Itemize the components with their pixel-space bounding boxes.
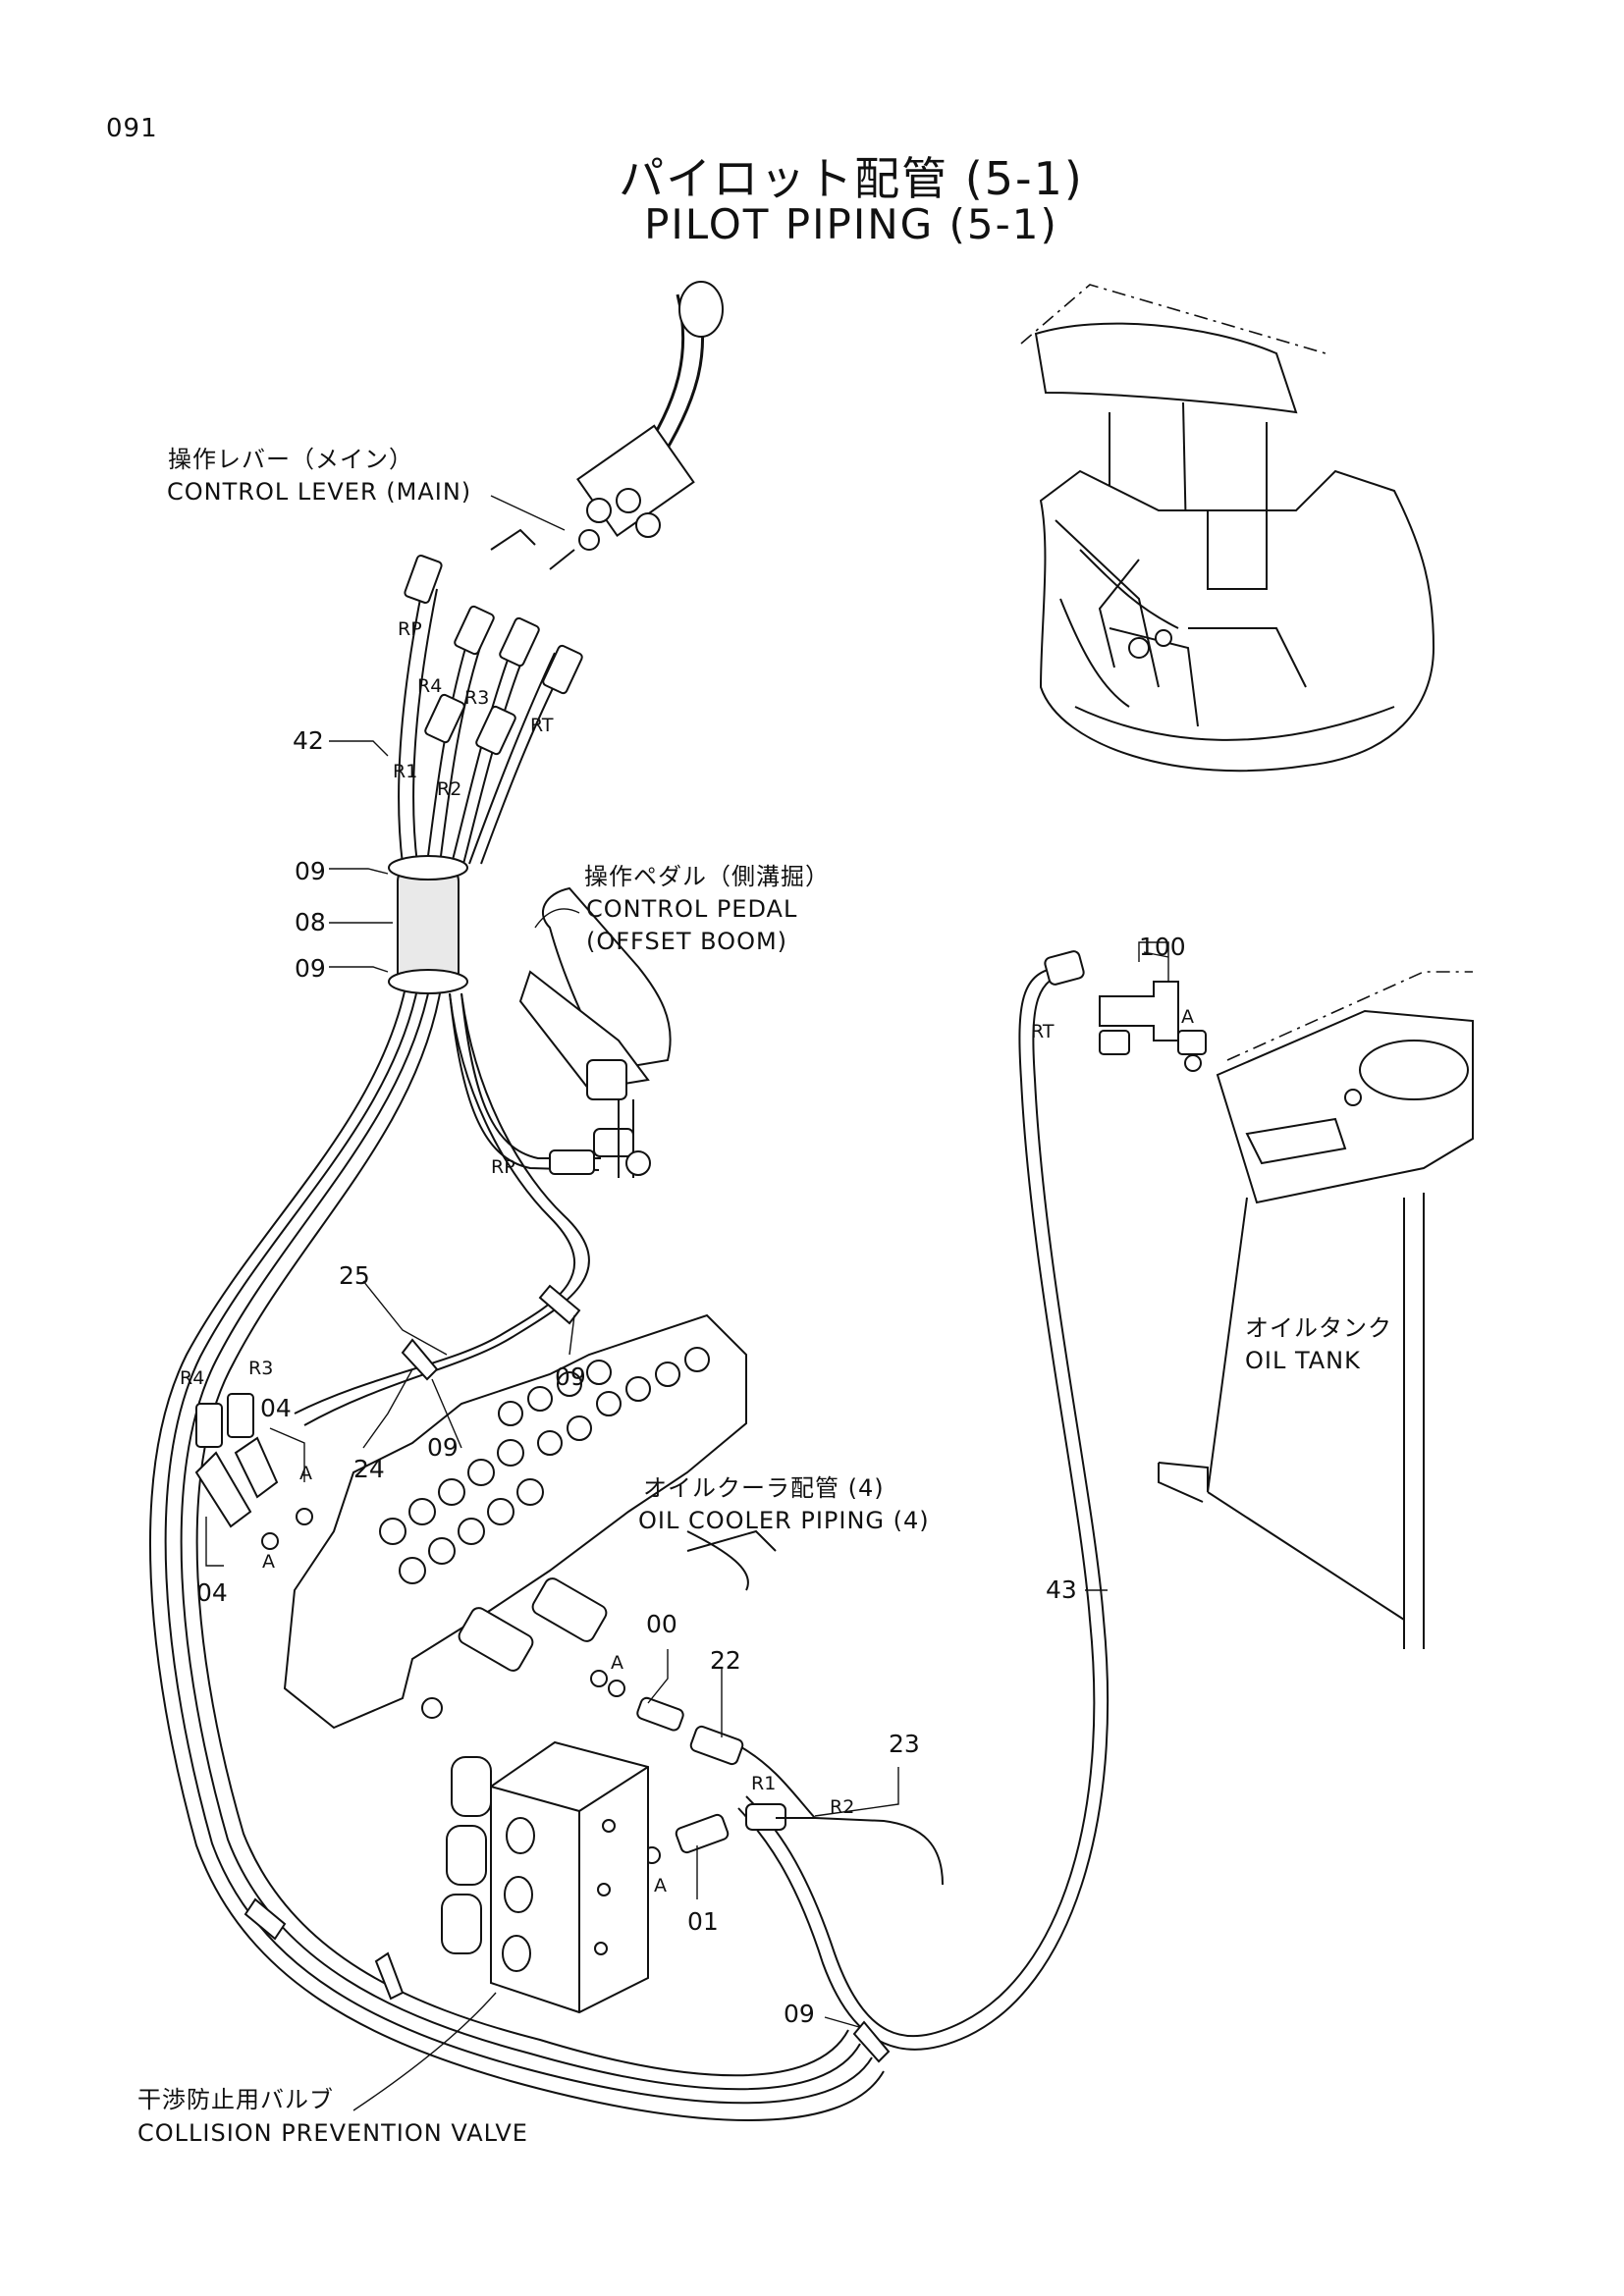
part-number-01: 01 <box>687 1907 719 1936</box>
part-number-22: 22 <box>710 1646 741 1675</box>
port-label-rt: RT <box>530 715 554 736</box>
part-number-42: 42 <box>293 726 324 755</box>
collision-valve-label-en: COLLISION PREVENTION VALVE <box>137 2119 528 2147</box>
return-line-43 <box>737 950 1110 2051</box>
part-number-25: 25 <box>339 1261 370 1290</box>
oil-tank-label-ja: オイルタンク <box>1245 1314 1392 1342</box>
part-number-100: 100 <box>1139 933 1186 961</box>
control-lever-drawing <box>576 281 724 551</box>
control-pedal-drawing <box>518 886 672 1178</box>
control-lever-label-ja: 操作レバー（メイン） <box>168 446 413 473</box>
part-number-08: 08 <box>295 908 326 936</box>
port-label-r1: R1 <box>751 1773 777 1794</box>
part-number-24: 24 <box>353 1455 385 1483</box>
port-label-r1: R1 <box>393 761 418 782</box>
oil-tank-label-en: OIL TANK <box>1245 1347 1361 1374</box>
tee-fitting-100 <box>1099 981 1207 1072</box>
cabin-drawing <box>1020 284 1435 773</box>
control-lever-label-en: CONTROL LEVER (MAIN) <box>167 478 472 506</box>
control-pedal-label-en2: (OFFSET BOOM) <box>586 928 788 955</box>
control-valve-drawing <box>283 1313 777 1730</box>
control-pedal-label-ja: 操作ペダル（側溝掘） <box>584 863 830 890</box>
part-number-09: 09 <box>784 2000 815 2028</box>
page-title-japanese: パイロット配管 (5-1) <box>619 152 1084 205</box>
callout-a: A <box>611 1652 623 1674</box>
callout-a: A <box>299 1463 312 1484</box>
main-hose-run <box>148 990 885 2121</box>
control-pedal-label-en: CONTROL PEDAL <box>586 895 798 923</box>
part-number-43: 43 <box>1046 1575 1077 1604</box>
port-label-rt: RT <box>1031 1021 1055 1042</box>
callout-a: A <box>262 1551 275 1573</box>
oil-cooler-piping-label-en: OIL COOLER PIPING (4) <box>638 1507 930 1534</box>
pilot-hose-bundle <box>398 588 569 865</box>
part-number-04: 04 <box>260 1394 292 1422</box>
port-label-r3: R3 <box>248 1358 274 1379</box>
page-number: 091 <box>106 114 158 143</box>
callout-a: A <box>654 1875 667 1896</box>
part-number-04: 04 <box>196 1578 228 1607</box>
oil-tank-drawing <box>1158 971 1474 1649</box>
port-label-rp: RP <box>491 1156 515 1178</box>
collision-valve-drawing <box>441 1740 649 2014</box>
part-number-09: 09 <box>295 857 326 885</box>
callout-a: A <box>1181 1006 1194 1028</box>
port-label-r3: R3 <box>464 687 490 709</box>
port-label-r4: R4 <box>417 675 443 697</box>
part-number-23: 23 <box>889 1730 920 1758</box>
port-label-r4: R4 <box>180 1367 205 1389</box>
part-number-09: 09 <box>427 1433 459 1462</box>
port-label-rp: RP <box>398 618 422 640</box>
port-label-r2: R2 <box>830 1796 855 1818</box>
page-title-english: PILOT PIPING (5-1) <box>644 200 1058 248</box>
part-number-09: 09 <box>295 954 326 983</box>
collision-valve-label-ja: 干渉防止用バルブ <box>137 2086 334 2113</box>
part-number-09: 09 <box>555 1362 586 1391</box>
port-label-r2: R2 <box>437 778 462 800</box>
part-number-00: 00 <box>646 1610 677 1638</box>
oil-cooler-piping-label-ja: オイルクーラ配管 (4) <box>643 1474 885 1502</box>
